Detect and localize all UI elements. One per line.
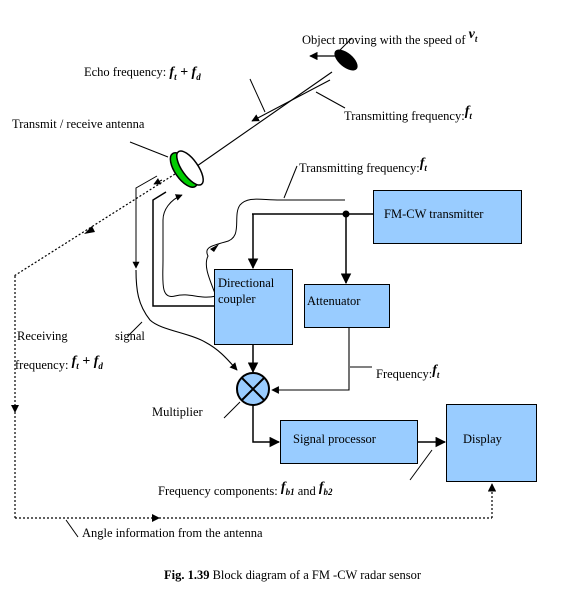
received-to-multiplier — [135, 269, 238, 371]
directional-coupler-label-2: coupler — [218, 292, 256, 307]
antenna-feed-line — [152, 191, 216, 307]
transmitting-frequency-label-mid: Transmitting frequency:ft — [299, 156, 427, 175]
fmcw-transmitter-label: FM-CW transmitter — [384, 207, 484, 221]
attenuator-to-multiplier — [271, 328, 350, 394]
signal-processor-block: Signal processor — [280, 420, 418, 464]
frequency-components-label: Frequency components: fb1 and fb2 — [158, 480, 333, 498]
moving-object — [334, 49, 358, 71]
directional-coupler-label-1: Directional — [218, 276, 275, 290]
frequency-label: Frequency:ft — [376, 363, 440, 381]
display-block: Display — [446, 404, 537, 482]
angle-info-label: Angle information from the antenna — [82, 526, 263, 540]
fmcw-transmitter-block: FM-CW transmitter — [373, 190, 522, 244]
signal-label: signal — [115, 329, 145, 343]
multiplier-label: Multiplier — [152, 405, 203, 419]
echo-beam-arrow — [251, 79, 331, 122]
signal-processor-label: Signal processor — [293, 432, 376, 446]
object-moving-label: Object moving with the speed of vt — [302, 27, 478, 47]
echo-frequency-label: Echo frequency: ft + fd — [84, 65, 201, 82]
figure-caption-text: Block diagram of a FM -CW radar sensor — [209, 568, 421, 582]
directional-coupler-block: Directional coupler — [214, 269, 293, 345]
receiving-signal-dotted — [13, 173, 176, 277]
multiplier-to-processor — [252, 405, 281, 448]
receiving-label: Receiving — [17, 329, 68, 343]
transmit-path-wavy — [205, 198, 345, 297]
attenuator-block: Attenuator — [304, 284, 390, 328]
figure-number: Fig. 1.39 — [163, 568, 210, 582]
antenna-label: Transmit / receive antenna — [12, 117, 145, 131]
transmit-beam — [196, 71, 333, 167]
attenuator-label: Attenuator — [307, 294, 361, 308]
display-label: Display — [463, 432, 502, 446]
transmitting-frequency-label-top: Transmitting frequency:ft — [344, 104, 472, 123]
multiplier-symbol — [236, 372, 270, 406]
receiving-frequency-label: frequency: ft + fd — [15, 354, 103, 372]
figure-caption: Fig. 1.39 Block diagram of a FM -CW rada… — [0, 568, 585, 583]
